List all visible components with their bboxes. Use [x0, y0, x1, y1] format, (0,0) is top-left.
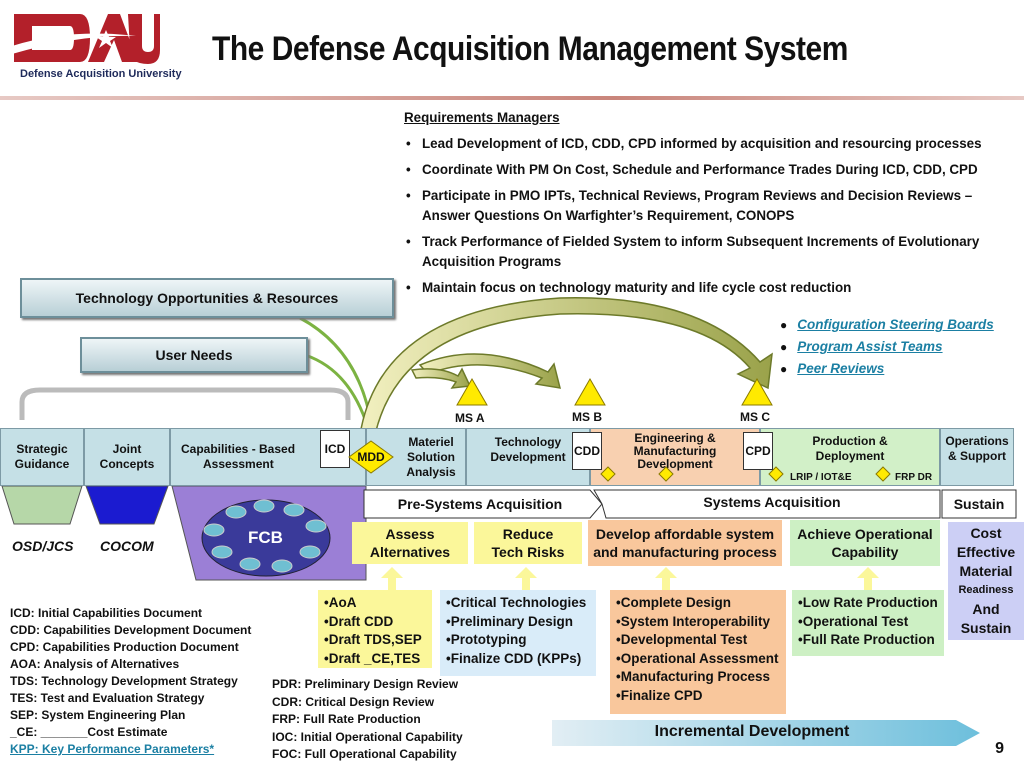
ms-a-label: MS A	[455, 411, 485, 425]
pdr-diamond	[600, 466, 616, 482]
msa-activities-list: •AoA•Draft CDD•Draft TDS,SEP•Draft _CE,T…	[318, 590, 432, 668]
emd-activities-list: •Complete Design•System Interoperability…	[610, 590, 786, 714]
pre-systems-acquisition-label: Pre-Systems Acquisition	[397, 496, 563, 512]
ms-c-label: MS C	[740, 410, 770, 424]
flow-arrows	[19, 297, 773, 436]
cpd-arrow	[359, 297, 773, 436]
cdr-diamond	[658, 466, 674, 482]
systems-acquisition-label: Systems Acquisition	[703, 494, 841, 510]
lrip-diamond	[768, 466, 784, 482]
pd-activities-list: •Low Rate Production•Operational Test•Fu…	[792, 590, 944, 656]
td-activities-list: •Critical Technologies•Preliminary Desig…	[440, 590, 596, 676]
ms-b-label: MS B	[572, 410, 602, 424]
incremental-arrow	[552, 720, 980, 746]
ms-a-arrow	[410, 367, 472, 389]
rm-bullet: Lead Development of ICD, CDD, CPD inform…	[404, 134, 1019, 154]
mdd-label: MDD	[357, 450, 385, 464]
cdd-doc: CDD	[572, 432, 602, 470]
rm-bullet: Participate in PMO IPTs, Technical Revie…	[404, 186, 1019, 226]
kpp-link[interactable]: KPP: Key Performance Parameters*	[10, 742, 215, 756]
frp-label: FRP DR	[895, 472, 933, 483]
incremental-development-label: Incremental Development	[654, 723, 850, 740]
ms-a-triangle	[456, 377, 488, 406]
lrip-label: LRIP / IOT&E	[790, 472, 852, 483]
peer-reviews-link[interactable]: Peer Reviews	[797, 361, 885, 376]
dau-logo	[12, 14, 160, 64]
up-arrow-develop	[655, 567, 677, 591]
ms-c-triangle	[741, 377, 773, 406]
cocom-label: COCOM	[100, 538, 154, 554]
review-links: ●Configuration Steering Boards ●Program …	[780, 317, 994, 376]
ms-b-triangle	[574, 377, 606, 406]
mdd-diamond	[348, 440, 394, 474]
cdd-arrow	[418, 353, 562, 389]
inputs-bracket	[19, 387, 351, 420]
sustain-label: Sustain	[953, 496, 1005, 512]
cpd-doc: CPD	[743, 432, 773, 470]
up-arrow-assess	[381, 567, 403, 591]
page-title: The Defense Acquisition Management Syste…	[212, 30, 848, 68]
production-deployment-cell: Production &Deployment	[760, 428, 940, 486]
operations-support-cell: Operations& Support	[940, 428, 1014, 486]
rm-heading: Requirements Managers	[404, 110, 560, 125]
up-arrow-reduce	[515, 567, 537, 591]
rm-bullet: Coordinate With PM On Cost, Schedule and…	[404, 160, 1019, 180]
configuration-steering-boards-link[interactable]: Configuration Steering Boards	[797, 317, 994, 332]
icd-doc: ICD	[320, 430, 350, 468]
phase-arrows	[363, 489, 1017, 519]
technology-opportunities-box: Technology Opportunities & Resources	[20, 278, 394, 318]
page-number: 9	[995, 740, 1004, 757]
frp-diamond	[875, 466, 891, 482]
rm-bullet: Track Performance of Fielded System to i…	[404, 232, 1019, 272]
rm-bullet: Maintain focus on technology maturity an…	[404, 278, 1019, 298]
user-needs-box: User Needs	[80, 337, 308, 373]
program-assist-teams-link[interactable]: Program Assist Teams	[797, 339, 943, 354]
osd-jcs-label: OSD/JCS	[12, 538, 74, 554]
org-shapes	[1, 486, 367, 581]
requirements-managers: Requirements Managers Lead Development o…	[404, 108, 1019, 304]
fcb-label: FCB	[248, 528, 283, 547]
header-divider	[0, 96, 1024, 100]
logo-subtitle: Defense Acquisition University	[20, 68, 182, 80]
up-arrow-achieve	[857, 567, 879, 591]
